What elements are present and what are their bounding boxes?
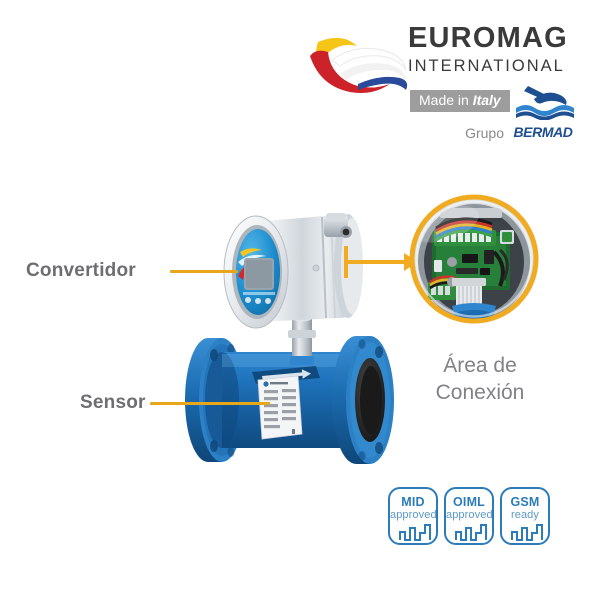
grupo-row: Grupo BERMAD <box>410 123 580 147</box>
made-in-badge: Made in Italy <box>410 90 510 113</box>
badge-oiml-subtitle: approved <box>446 509 493 521</box>
detail-callout-title: Área de Conexión <box>395 352 565 407</box>
badge-oiml[interactable]: OIML approved <box>444 487 494 545</box>
square-wave-icon <box>455 524 487 541</box>
badge-gsm-subtitle: ready <box>510 509 540 521</box>
converter-neck <box>288 314 316 365</box>
bermad-wave-fish-icon <box>516 86 574 120</box>
detail-title-line1: Área de <box>443 354 517 377</box>
made-in-row: Made in Italy <box>410 86 580 120</box>
leader-line-convertidor <box>170 270 238 273</box>
certification-badges: MID approved OIML approved GSM ready <box>388 487 568 549</box>
brand-block: EUROMAG INTERNATIONAL Made in Italy Grup… <box>300 22 580 147</box>
badge-gsm[interactable]: GSM ready <box>500 487 550 545</box>
badge-mid-subtitle: approved <box>390 509 437 521</box>
badge-gsm-title: GSM <box>510 495 540 509</box>
badge-oiml-title: OIML <box>452 495 486 509</box>
leader-line-sensor <box>150 402 270 405</box>
badge-mid[interactable]: MID approved <box>388 487 438 545</box>
converter-head <box>223 213 363 329</box>
square-wave-icon <box>511 524 543 541</box>
connection-area-detail <box>409 194 539 324</box>
detail-title-line2: Conexión <box>435 381 525 405</box>
made-in-prefix: Made in <box>419 92 473 108</box>
made-in-country: Italy <box>472 92 501 108</box>
svg-text:BERMAD: BERMAD <box>513 124 572 140</box>
callout-label-sensor: Sensor <box>80 392 146 413</box>
sensor-nameplate <box>257 375 303 440</box>
brand-subtitle: INTERNATIONAL <box>408 57 565 75</box>
square-wave-icon <box>399 524 431 541</box>
grupo-label: Grupo <box>465 125 504 141</box>
bermad-wordmark: BERMAD <box>513 124 573 140</box>
brand-wordmark: EUROMAG INTERNATIONAL <box>408 24 580 75</box>
sensor-body <box>185 336 394 464</box>
detail-ring <box>409 194 539 324</box>
callout-label-convertidor: Convertidor <box>26 260 136 281</box>
badge-mid-title: MID <box>401 495 425 509</box>
euromag-swoosh-logo <box>310 37 408 93</box>
cable-gland <box>324 213 352 238</box>
brand-name: EUROMAG <box>408 22 568 54</box>
